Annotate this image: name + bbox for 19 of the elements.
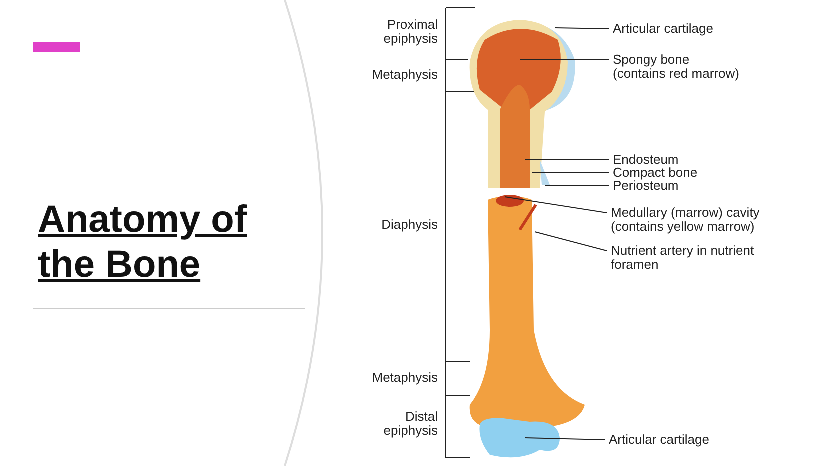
region-label: Metaphysis <box>371 68 438 82</box>
title: Anatomy of the Bone <box>38 198 248 288</box>
leader-line <box>534 232 608 252</box>
part-label: Periosteum <box>613 179 743 193</box>
part-label: Endosteum <box>613 153 743 167</box>
part-label: Nutrient artery in nutrient foramen <box>611 244 771 272</box>
part-label: Spongy bone (contains red marrow) <box>613 53 743 81</box>
leader-line <box>532 172 610 174</box>
leader-line <box>554 28 610 30</box>
region-label: Metaphysis <box>371 371 438 385</box>
part-label: Articular cartilage <box>613 22 743 36</box>
region-label: Diaphysis <box>380 218 438 232</box>
leader-line <box>524 438 606 440</box>
part-label: Medullary (marrow) cavity (contains yellow marrow) <box>611 206 791 234</box>
part-label: Compact bone <box>613 166 743 180</box>
leader-line <box>504 196 608 214</box>
part-label: Articular cartilage <box>609 433 739 447</box>
region-label: Distal epiphysis <box>382 410 438 438</box>
region-label: Proximal epiphysis <box>382 18 438 46</box>
